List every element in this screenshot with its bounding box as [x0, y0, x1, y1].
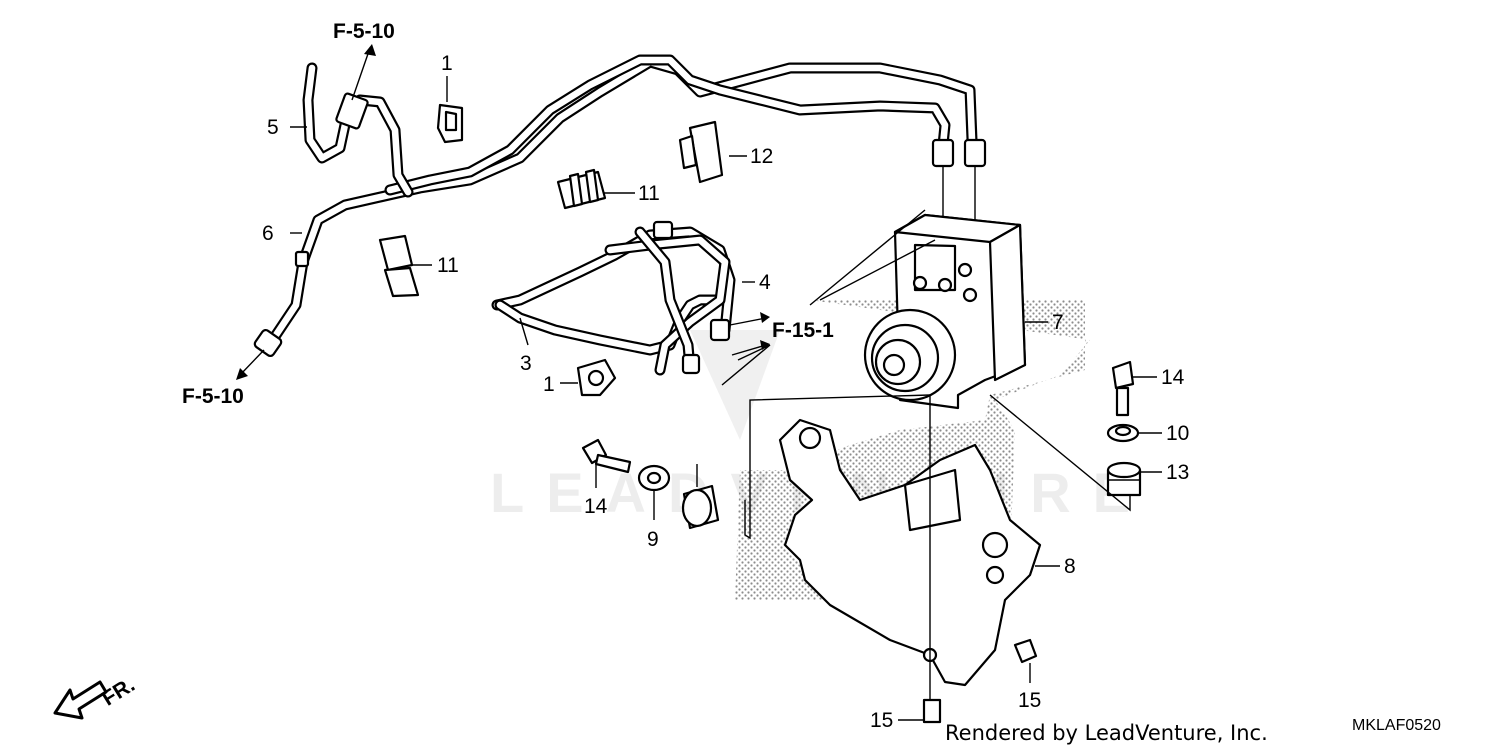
watermark-logo — [690, 330, 780, 440]
grommet-2 — [681, 484, 720, 530]
bolt-14-right — [1111, 360, 1135, 417]
clamp-1-lower — [576, 358, 617, 397]
callout-bolt-14-right: 14 — [1161, 366, 1185, 389]
diagram-code: MKLAF0520 — [1352, 717, 1441, 734]
bracket-8 — [778, 418, 1042, 687]
callout-clip-12: 12 — [750, 145, 773, 168]
callout-bracket-8: 8 — [1064, 555, 1076, 578]
brake-pipe-6 — [253, 54, 978, 358]
clip-11-upper — [556, 168, 607, 210]
callout-bolt-15-bottom: 15 — [870, 709, 893, 732]
collar-10 — [1106, 423, 1140, 443]
callout-collar-10: 10 — [1166, 422, 1189, 445]
ref-label-modulator: F-15-1 — [772, 319, 834, 342]
credit-text: Rendered by LeadVenture, Inc. — [945, 721, 1268, 745]
clamp-1-upper — [436, 103, 464, 144]
front-direction-arrow — [53, 680, 108, 720]
bolt-15-right — [1013, 638, 1038, 664]
callout-clip-11-lower: 11 — [437, 254, 459, 277]
callout-hose-5: 5 — [267, 116, 279, 139]
callout-bolt-14-left: 14 — [584, 495, 608, 518]
callout-pipe-4: 4 — [759, 271, 771, 294]
callout-pipe-6: 6 — [262, 222, 274, 245]
leader-lines — [290, 76, 1162, 721]
bolt-15-bottom — [922, 698, 942, 724]
abs-modulator-7 — [863, 213, 1027, 410]
brake-hose-5 — [302, 62, 414, 198]
front-marker-label: FR. — [98, 673, 139, 710]
brake-pipe-4 — [604, 220, 731, 376]
rubber-13 — [1106, 461, 1142, 497]
callout-clamp-upper: 1 — [441, 52, 453, 75]
ref-label-top: F-5-10 — [333, 20, 395, 43]
callout-clamp-lower: 1 — [543, 373, 555, 396]
callout-modulator-7: 7 — [1052, 311, 1064, 334]
collar-9 — [637, 464, 671, 492]
callout-clip-11-upper: 11 — [638, 182, 660, 205]
callout-bolt-15-right: 15 — [1018, 689, 1041, 712]
bolt-14-left — [581, 438, 632, 474]
ref-label-bottom: F-5-10 — [182, 385, 244, 408]
callout-collar-9: 9 — [647, 528, 659, 551]
clip-11-lower — [378, 234, 420, 298]
callout-pipe-3: 3 — [520, 352, 532, 375]
callout-rubber-13: 13 — [1166, 461, 1189, 484]
clip-12 — [678, 120, 724, 184]
pipe-terminals — [931, 138, 987, 230]
ref-arrows — [236, 44, 770, 380]
